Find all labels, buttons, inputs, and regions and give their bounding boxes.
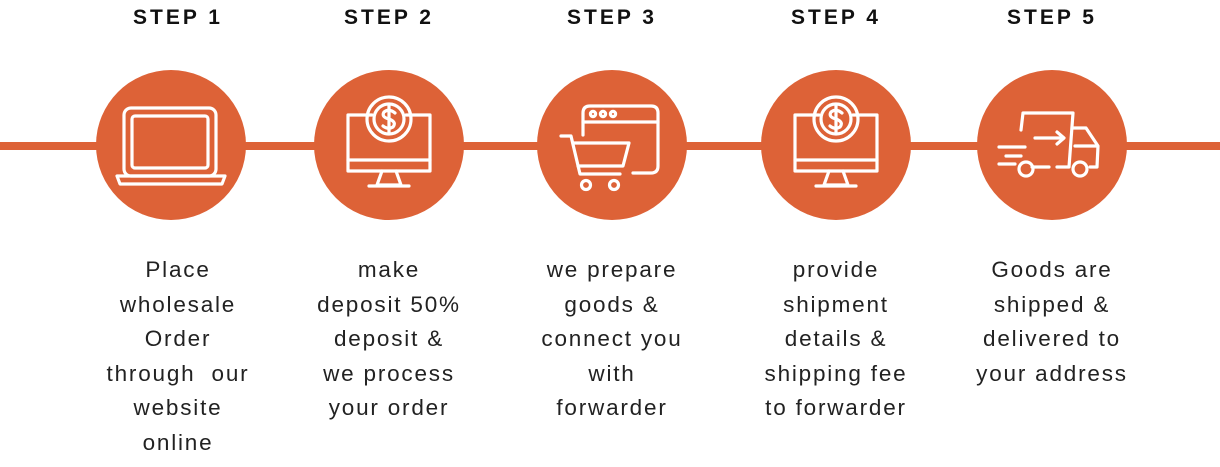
step-5-title: STEP 5 [1007, 6, 1097, 29]
monitor-dollar-icon [793, 95, 879, 188]
browser-cart-icon [559, 104, 660, 192]
step-5-description: Goods are shipped & delivered to your ad… [976, 257, 1128, 386]
step-3-circle [537, 70, 687, 220]
step-2-title: STEP 2 [344, 6, 434, 29]
step-3-description: we prepare goods & connect you with forw… [541, 257, 683, 421]
step-1-title: STEP 1 [133, 6, 223, 29]
step-4-title: STEP 4 [791, 6, 881, 29]
step-4-circle [761, 70, 911, 220]
step-4-description: provide shipment details & shipping fee … [764, 257, 908, 421]
step-1-circle [96, 70, 246, 220]
step-3-title: STEP 3 [567, 6, 657, 29]
laptop-icon [115, 106, 227, 186]
step-2-description: make deposit 50% deposit & we process yo… [317, 257, 461, 421]
step-1-description: Place wholesale Order through our websit… [106, 257, 250, 455]
step-2-circle [314, 70, 464, 220]
delivery-truck-icon [997, 111, 1100, 178]
step-5-circle [977, 70, 1127, 220]
monitor-dollar-icon [346, 95, 432, 188]
